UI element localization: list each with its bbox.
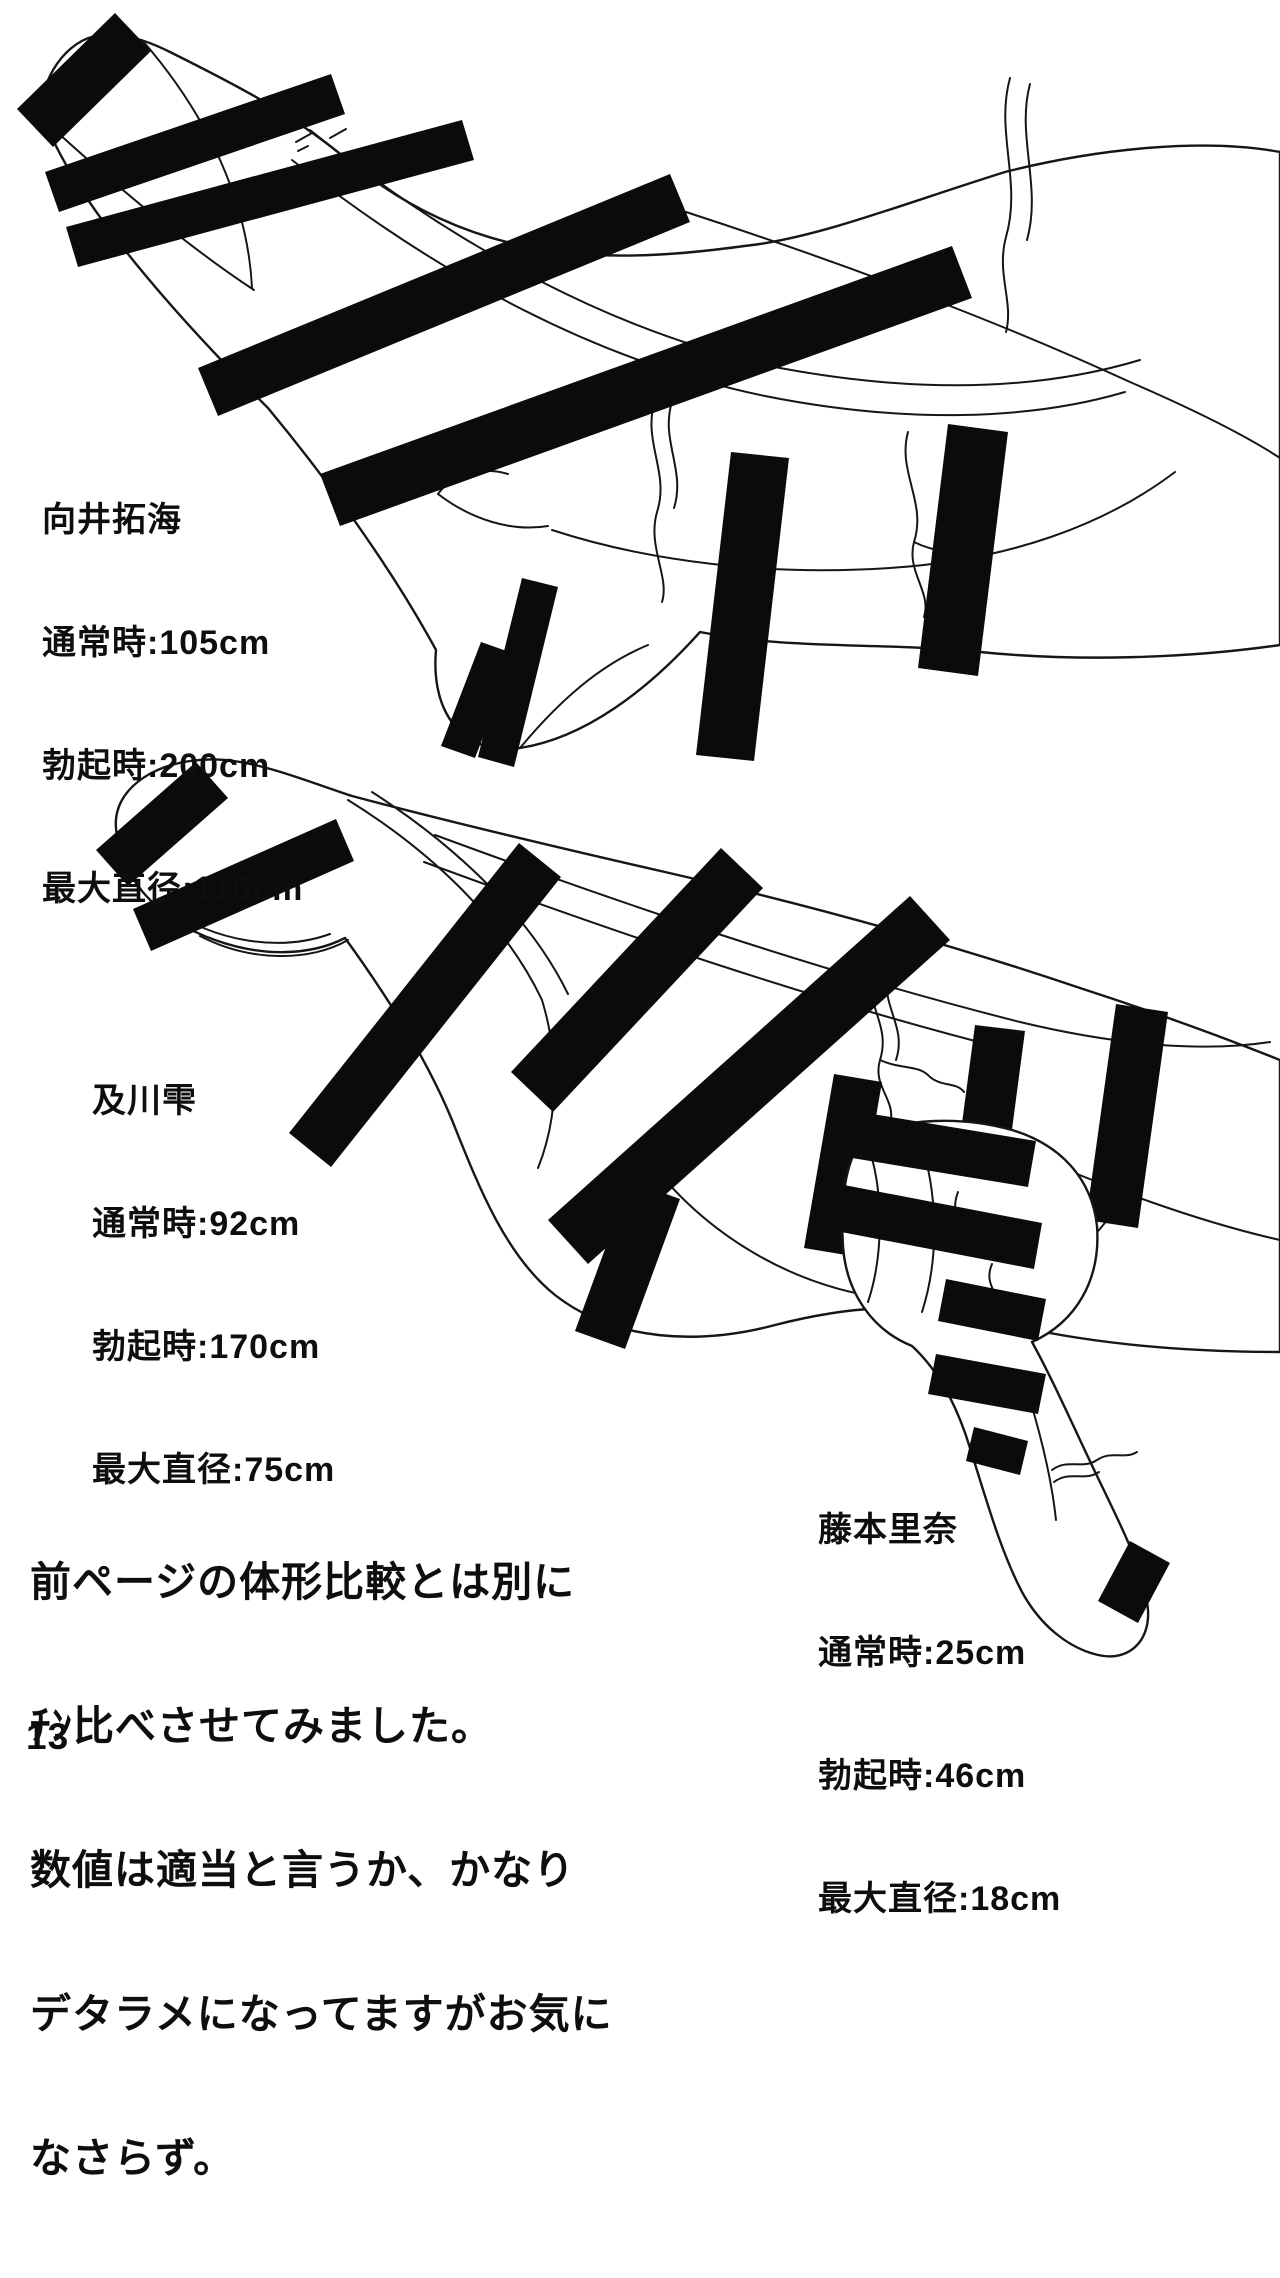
censor-bar bbox=[320, 246, 972, 526]
censor-bar bbox=[966, 1427, 1028, 1475]
censor-bar bbox=[1098, 1541, 1170, 1623]
censor-bars-top bbox=[17, 13, 1008, 767]
stat-normal: 通常時:105cm bbox=[42, 624, 271, 662]
line-art bbox=[17, 13, 1280, 1658]
stat-erect: 勃起時:200cm bbox=[42, 747, 271, 785]
censor-bar bbox=[846, 1111, 1036, 1187]
figure-name: 藤本里奈 bbox=[818, 1511, 958, 1549]
censor-bar bbox=[45, 74, 345, 212]
censor-bar bbox=[938, 1279, 1046, 1341]
page-number: 13 bbox=[26, 1716, 70, 1757]
stat-normal: 通常時:25cm bbox=[818, 1634, 1027, 1672]
stat-diameter: 最大直径:18cm bbox=[818, 1880, 1062, 1918]
stat-diameter: 最大直径:75cm bbox=[92, 1451, 336, 1489]
note-line: 前ページの体形比較とは別に bbox=[30, 1559, 576, 1605]
censor-bar bbox=[918, 424, 1008, 676]
censor-bar bbox=[575, 1181, 680, 1349]
censor-bars-small bbox=[836, 1111, 1170, 1623]
note-line: デタラメになってますがお気に bbox=[30, 1991, 613, 2037]
figure-name: 及川雫 bbox=[92, 1082, 197, 1120]
figure-name: 向井拓海 bbox=[42, 501, 182, 539]
stat-diameter: 最大直径:118cm bbox=[42, 870, 304, 908]
censor-bar bbox=[478, 578, 558, 767]
figure-detail-lines bbox=[45, 39, 1280, 749]
note-line: なさらず。 bbox=[30, 2135, 236, 2181]
censor-bar bbox=[198, 174, 690, 416]
figure-stats-block: 向井拓海 通常時:105cm 勃起時:200cm 最大直径:118cm bbox=[42, 418, 303, 992]
censor-bar bbox=[511, 848, 763, 1112]
stat-erect: 勃起時:170cm bbox=[92, 1328, 321, 1366]
stat-normal: 通常時:92cm bbox=[92, 1205, 301, 1243]
figure-art-small bbox=[836, 1111, 1170, 1658]
note-line: 数値は適当と言うか、かなり bbox=[30, 1847, 576, 1893]
censor-bar bbox=[133, 819, 354, 951]
censor-bar bbox=[66, 120, 474, 267]
censor-bar bbox=[548, 896, 950, 1264]
censor-bar bbox=[836, 1185, 1042, 1269]
stat-erect: 勃起時:46cm bbox=[818, 1757, 1027, 1795]
censor-bar bbox=[696, 452, 789, 761]
censor-bar bbox=[96, 762, 228, 886]
figure-art-top bbox=[17, 13, 1280, 767]
figure-stats-block: 及川雫 通常時:92cm 勃起時:170cm 最大直径:75cm bbox=[92, 999, 335, 1573]
censor-bar bbox=[441, 642, 515, 758]
censor-bars-middle bbox=[96, 762, 1168, 1349]
censor-bar bbox=[289, 843, 561, 1167]
author-note: 前ページの体形比較とは別に ﾁﾝ比べさせてみました。 数値は適当と言うか、かなり… bbox=[30, 1462, 613, 2278]
censor-bar bbox=[17, 13, 151, 147]
figure-stats-block: 藤本里奈 通常時:25cm 勃起時:46cm 最大直径:18cm bbox=[818, 1428, 1061, 2002]
manga-page: 向井拓海 通常時:105cm 勃起時:200cm 最大直径:118cm 及川雫 … bbox=[17, 13, 1280, 2181]
note-line: ﾁﾝ比べさせてみました。 bbox=[30, 1703, 493, 1749]
censor-bar bbox=[1086, 1004, 1168, 1228]
censor-bar bbox=[928, 1354, 1046, 1414]
